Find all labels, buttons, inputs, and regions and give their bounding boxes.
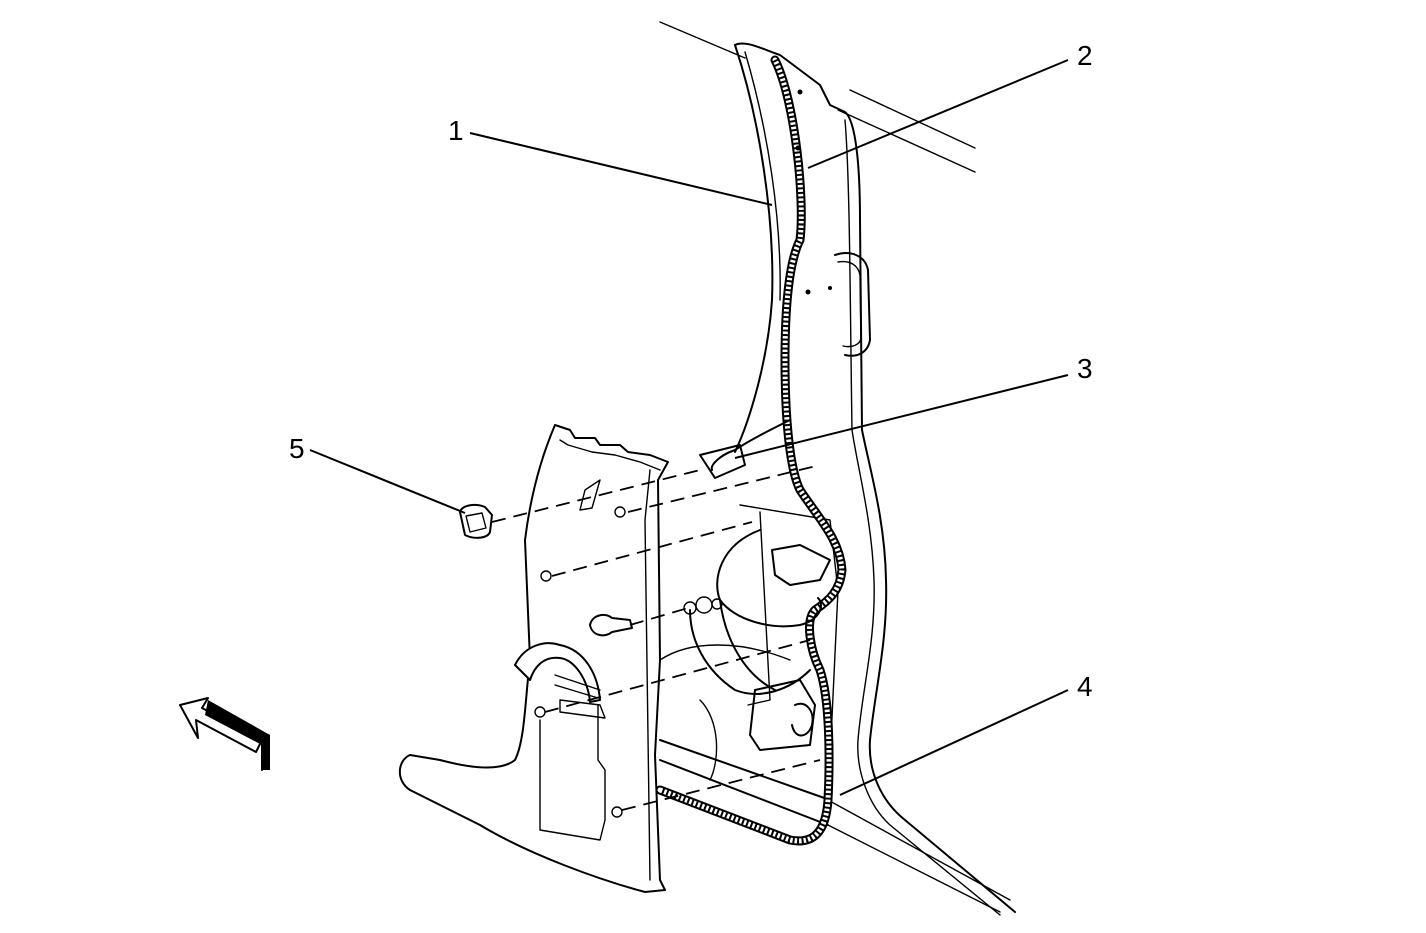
trim-plug (459, 503, 493, 539)
roof-lines (659, 21, 976, 173)
callout-3: 3 (1077, 353, 1093, 384)
wiring-harness (659, 419, 831, 781)
callout-2: 2 (1077, 40, 1093, 71)
callout-1: 1 (448, 115, 464, 146)
front-direction-arrow-icon (179, 697, 270, 771)
pillar-body (659, 42, 1016, 916)
callout-4: 4 (1077, 671, 1093, 702)
assist-handle (795, 89, 871, 357)
alignment-lines (491, 464, 821, 811)
callout-leaders (309, 59, 1069, 796)
weatherstrip-seal (655, 55, 847, 846)
callout-5: 5 (289, 433, 305, 464)
lower-pillar-trim (398, 424, 669, 893)
